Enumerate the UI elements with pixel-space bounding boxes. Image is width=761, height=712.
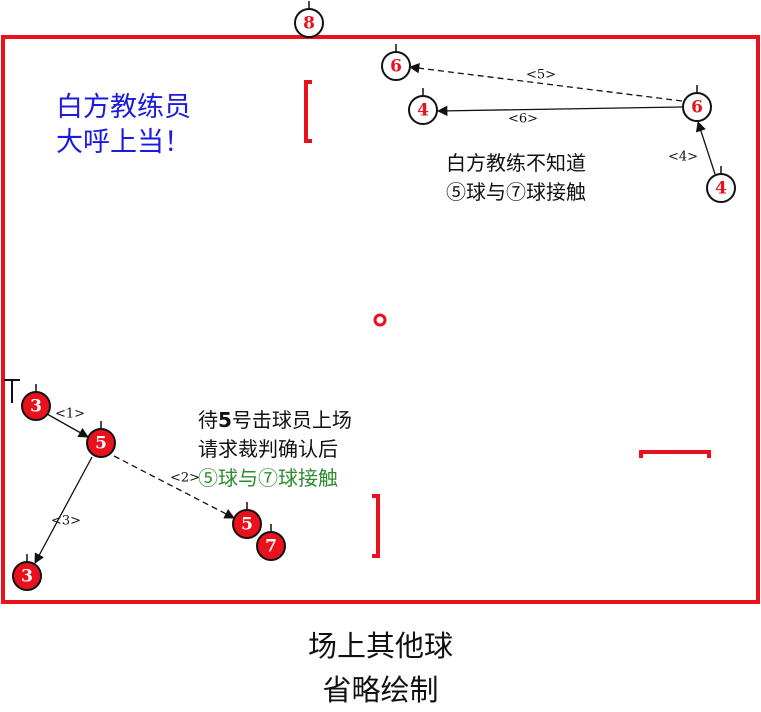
coach-shout-note: 白方教练员 大呼上当！: [56, 90, 191, 160]
coach-unaware-line-1: 白方教练不知道: [446, 151, 586, 175]
wicket-bottom-right: [372, 494, 380, 558]
ball-number: 4: [417, 101, 429, 121]
path-p6: [436, 105, 683, 117]
path-label-p3: <3>: [51, 514, 81, 529]
ball-number: 3: [30, 397, 42, 417]
wicket-top-left: [304, 80, 312, 143]
field-boundary: [1, 35, 760, 604]
ball-bottom-7: 7: [256, 524, 286, 561]
ball-top-6-left: 6: [381, 44, 411, 81]
ball-bottom-5: 5: [232, 502, 262, 539]
footer-line-1: 场上其他球: [307, 629, 453, 663]
path-label-p1: <1>: [55, 407, 85, 422]
wait-line-1: 待5号击球员上场: [198, 406, 352, 435]
ball-right-4: 4: [706, 166, 736, 203]
ball-number: 5: [241, 515, 253, 535]
ball-circle: [86, 428, 116, 458]
path-label-p4: <4>: [668, 150, 698, 165]
ball-mid-5: 5: [86, 421, 116, 458]
wait-line-3: ⑤球与⑦球接触: [198, 466, 338, 490]
path-p2: [113, 455, 235, 519]
ball-left-3-top: 3: [21, 384, 51, 421]
center-pole: [373, 313, 387, 327]
ball-circle: [706, 173, 736, 203]
coach-shout-line-2: 大呼上当！: [56, 127, 191, 158]
ball-top-8: 8: [294, 1, 324, 38]
path-p5: [408, 63, 683, 102]
ball-left-3-bottom: 3: [12, 554, 42, 591]
path-label-p6: <6>: [508, 112, 538, 127]
ball-top-4-left: 4: [408, 88, 438, 125]
wait-line-1-suffix: 号击球员上场: [231, 408, 352, 432]
ball-number: 8: [303, 14, 315, 34]
ball-circle: [408, 95, 438, 125]
wicket-right: [639, 450, 711, 458]
ball-top-6-right: 6: [682, 85, 712, 122]
ball-circle: [294, 8, 324, 38]
path-p4: [695, 121, 716, 175]
path-p1: [46, 413, 89, 438]
ball-number: 6: [691, 98, 703, 118]
ball-circle: [21, 391, 51, 421]
ball-circle: [12, 561, 42, 591]
ball-number: 6: [390, 57, 402, 77]
wait-note: 待5号击球员上场 请求裁判确认后 ⑤球与⑦球接触: [198, 406, 352, 493]
path-label-p5: <5>: [526, 68, 556, 83]
coach-shout-line-1: 白方教练员: [56, 92, 191, 123]
coach-unaware-note: 白方教练不知道 ⑤球与⑦球接触: [446, 149, 586, 207]
footer-line-2: 省略绘制: [322, 673, 439, 707]
coach-unaware-line-2: ⑤球与⑦球接触: [446, 180, 586, 204]
ball-circle: [381, 51, 411, 81]
ball-circle: [256, 531, 286, 561]
ball-number: 5: [95, 434, 107, 454]
wait-line-1-number: 5: [218, 408, 232, 432]
path-label-p2: <2>: [170, 471, 200, 486]
wait-line-1-prefix: 待: [198, 408, 218, 432]
ball-number: 4: [715, 179, 727, 199]
wait-line-2: 请求裁判确认后: [198, 437, 338, 461]
ball-circle: [682, 92, 712, 122]
ball-number: 3: [21, 567, 33, 587]
footer-caption: 场上其他球 省略绘制: [0, 624, 761, 712]
ball-circle: [232, 509, 262, 539]
path-p3: [34, 456, 93, 564]
ball-number: 7: [265, 537, 277, 557]
start-marker: [4, 379, 20, 403]
